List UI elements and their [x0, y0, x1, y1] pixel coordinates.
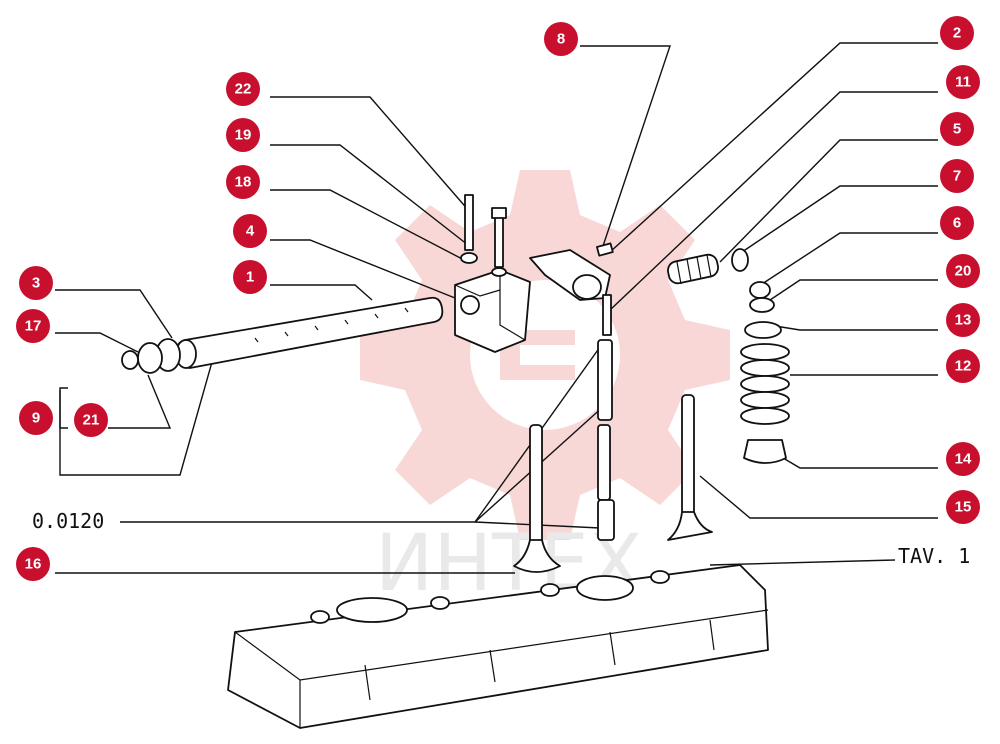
watermark-gear-icon: [360, 170, 730, 540]
stud-bolt: [460, 194, 507, 277]
callout-20: 20: [946, 254, 980, 288]
callout-12: 12: [946, 349, 980, 383]
group-bracket: [59, 387, 68, 429]
callout-6: 6: [940, 206, 974, 240]
callout-13: 13: [946, 303, 980, 337]
callout-22-label: 22: [235, 81, 252, 98]
callout-20-label: 20: [955, 263, 972, 280]
callout-2-label: 2: [953, 25, 961, 42]
callout-3: 3: [19, 266, 53, 300]
callout-21: 21: [74, 403, 108, 437]
push-rods: [597, 339, 615, 541]
rocker-arm: [529, 242, 614, 336]
leader-lines: [55, 42, 938, 574]
valve-spring: [740, 343, 790, 425]
callout-18-label: 18: [235, 174, 252, 191]
callout-3-label: 3: [32, 275, 40, 292]
reference-code: 0.0120: [32, 509, 104, 533]
callout-19: 19: [226, 118, 260, 152]
cylinder-head: [227, 564, 769, 729]
callout-15-label: 15: [955, 499, 972, 516]
callout-21-label: 21: [83, 412, 100, 429]
callout-6-label: 6: [953, 215, 961, 232]
callout-1-label: 1: [246, 269, 254, 286]
callout-7-label: 7: [953, 168, 961, 185]
callout-1: 1: [233, 260, 267, 294]
callout-18: 18: [226, 165, 260, 199]
callout-5-label: 5: [953, 121, 961, 138]
callout-16-label: 16: [25, 556, 42, 573]
callouts: 1 2 3 4 5 6 7 8 9 11 12 13 14 15 16 17 1…: [16, 16, 980, 581]
callout-4-label: 4: [246, 223, 255, 240]
callout-22: 22: [226, 72, 260, 106]
valves: [513, 394, 713, 573]
callout-14: 14: [946, 442, 980, 476]
callout-8-label: 8: [557, 31, 565, 48]
callout-5: 5: [940, 112, 974, 146]
callout-16: 16: [16, 547, 50, 581]
callout-19-label: 19: [235, 127, 252, 144]
valve-spring-assembly: [667, 248, 790, 464]
watermark: ИНТЕХ: [360, 170, 730, 609]
callout-17-label: 17: [25, 318, 42, 335]
callout-4: 4: [233, 214, 267, 248]
shaft-end-plug: [121, 338, 181, 374]
callout-15: 15: [946, 490, 980, 524]
table-label: TAV. 1: [898, 544, 970, 568]
callout-9: 9: [19, 401, 53, 435]
rocker-shaft: [175, 296, 444, 369]
callout-11-label: 11: [955, 74, 971, 91]
callout-12-label: 12: [955, 358, 972, 375]
callout-11: 11: [946, 65, 980, 99]
callout-13-label: 13: [955, 312, 972, 329]
callout-2: 2: [940, 16, 974, 50]
callout-7: 7: [940, 159, 974, 193]
callout-14-label: 14: [955, 451, 972, 468]
rocker-pedestal: [454, 269, 531, 353]
callout-8: 8: [544, 22, 578, 56]
callout-9-label: 9: [32, 410, 40, 427]
callout-17: 17: [16, 309, 50, 343]
